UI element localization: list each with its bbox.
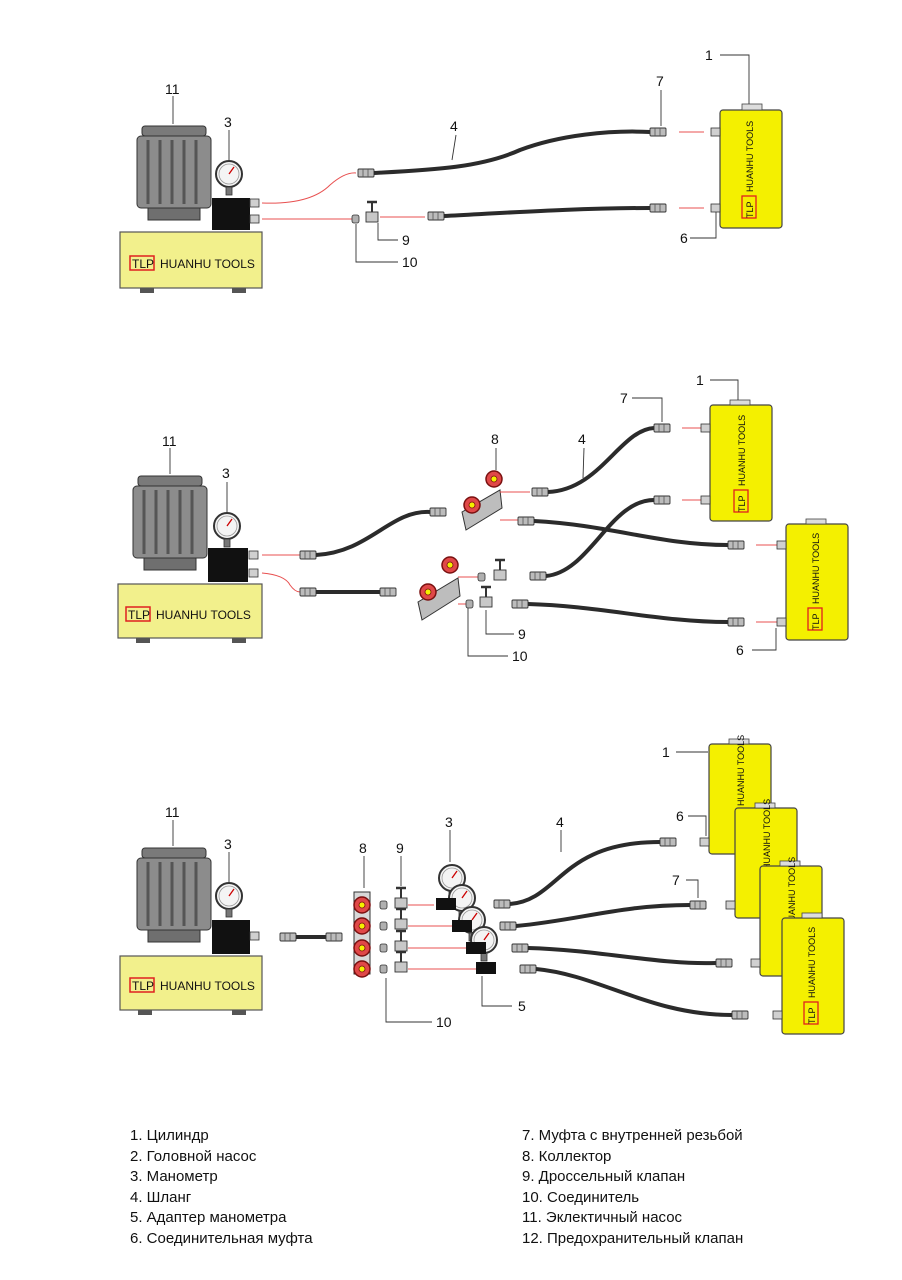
manifold-lower [417,556,461,621]
svg-text:11: 11 [165,804,180,820]
svg-text:HUANHU TOOLS: HUANHU TOOLS [745,121,755,192]
svg-text:HUANHU TOOLS: HUANHU TOOLS [811,533,821,604]
legend-left: 1. Цилиндр 2. Головной насос 3. Манометр… [130,1126,313,1249]
callout-11: 11 [165,81,180,97]
diagram-3: TLP HUANHU TOOLS [119,735,845,1035]
svg-text:6: 6 [676,808,684,824]
svg-text:4: 4 [578,431,586,447]
legend-item: 12. Предохранительный клапан [522,1229,744,1247]
svg-text:8: 8 [359,840,367,856]
diagram-2: TLP HUANHU TOOLS [117,372,849,664]
callout-3: 3 [224,114,232,130]
pump-unit-1: TLP HUANHU TOOLS [119,124,263,293]
svg-text:TLP: TLP [128,608,150,622]
legend-right: 7. Муфта с внутренней резьбой 8. Коллект… [522,1126,743,1249]
svg-text:TLP: TLP [807,1007,817,1024]
callout-7: 7 [656,73,664,89]
hose [373,129,651,175]
manifold-upper [461,470,503,531]
brand-name: HUANHU TOOLS [160,257,255,271]
svg-text:10: 10 [436,1014,452,1030]
svg-text:HUANHU TOOLS: HUANHU TOOLS [160,979,255,993]
legend-item: 4. Шланг [130,1188,192,1206]
svg-text:TLP: TLP [132,979,154,993]
callout-4: 4 [450,118,458,134]
brand-badge-frame [129,255,155,271]
cylinder-a: TLP HUANHU TOOLS [700,399,773,522]
legend-item: 3. Манометр [130,1168,218,1185]
svg-text:TLP: TLP [737,495,747,512]
svg-text:HUANHU TOOLS: HUANHU TOOLS [737,415,747,486]
brand-badge: TLP [132,257,154,271]
svg-text:7: 7 [620,390,628,406]
legend-item: 5. Адаптер манометра [130,1209,287,1226]
pump-unit-3: TLP HUANHU TOOLS [119,846,263,1015]
svg-text:11: 11 [162,433,177,449]
legend-item: 11. Эклектичный насос [522,1209,683,1226]
svg-text:6: 6 [736,642,744,658]
svg-text:3: 3 [224,836,232,852]
diagram-1: TLP HUANHU TOOLS TLP HUANHU TOOLS [119,47,783,293]
svg-text:1: 1 [662,744,670,760]
cylinder-stack: HUANHU TOOLS HUANHU TOOLS HUANHU TOOLS T… [699,735,845,1035]
svg-text:9: 9 [518,626,526,642]
cylinder-b: TLP HUANHU TOOLS [776,518,849,641]
svg-text:1: 1 [696,372,704,388]
legend-item: 7. Муфта с внутренней резьбой [522,1127,743,1144]
cylinder: TLP HUANHU TOOLS [710,103,783,229]
svg-text:HUANHU TOOLS: HUANHU TOOLS [762,799,772,870]
svg-text:5: 5 [518,998,526,1014]
svg-text:HUANHU TOOLS: HUANHU TOOLS [807,927,817,998]
legend-item: 9. Дроссельный клапан [522,1168,686,1185]
svg-text:3: 3 [222,465,230,481]
pump-valve-block [212,198,250,230]
svg-text:HUANHU TOOLS: HUANHU TOOLS [736,735,746,806]
collector [353,891,371,978]
pressure-line [261,172,357,204]
svg-text:HUANHU TOOLS: HUANHU TOOLS [787,857,797,928]
svg-text:9: 9 [396,840,404,856]
legend-item: 8. Коллектор [522,1147,612,1165]
svg-text:3: 3 [445,814,453,830]
callout-1: 1 [705,47,713,63]
svg-text:8: 8 [491,431,499,447]
svg-text:HUANHU TOOLS: HUANHU TOOLS [156,608,251,622]
callout-6: 6 [680,230,688,246]
svg-text:TLP: TLP [745,201,755,218]
callout-10: 10 [402,254,418,270]
pump-unit-2: TLP HUANHU TOOLS [117,474,263,643]
svg-text:7: 7 [672,872,680,888]
svg-text:4: 4 [556,814,564,830]
legend-item: 1. Цилиндр [130,1127,209,1144]
legend-item: 10. Соединитель [522,1188,640,1206]
legend-item: 6. Соединительная муфта [130,1229,313,1247]
legend-item: 2. Головной насос [130,1147,257,1165]
svg-text:10: 10 [512,648,528,664]
callout-9: 9 [402,232,410,248]
svg-text:TLP: TLP [811,613,821,630]
